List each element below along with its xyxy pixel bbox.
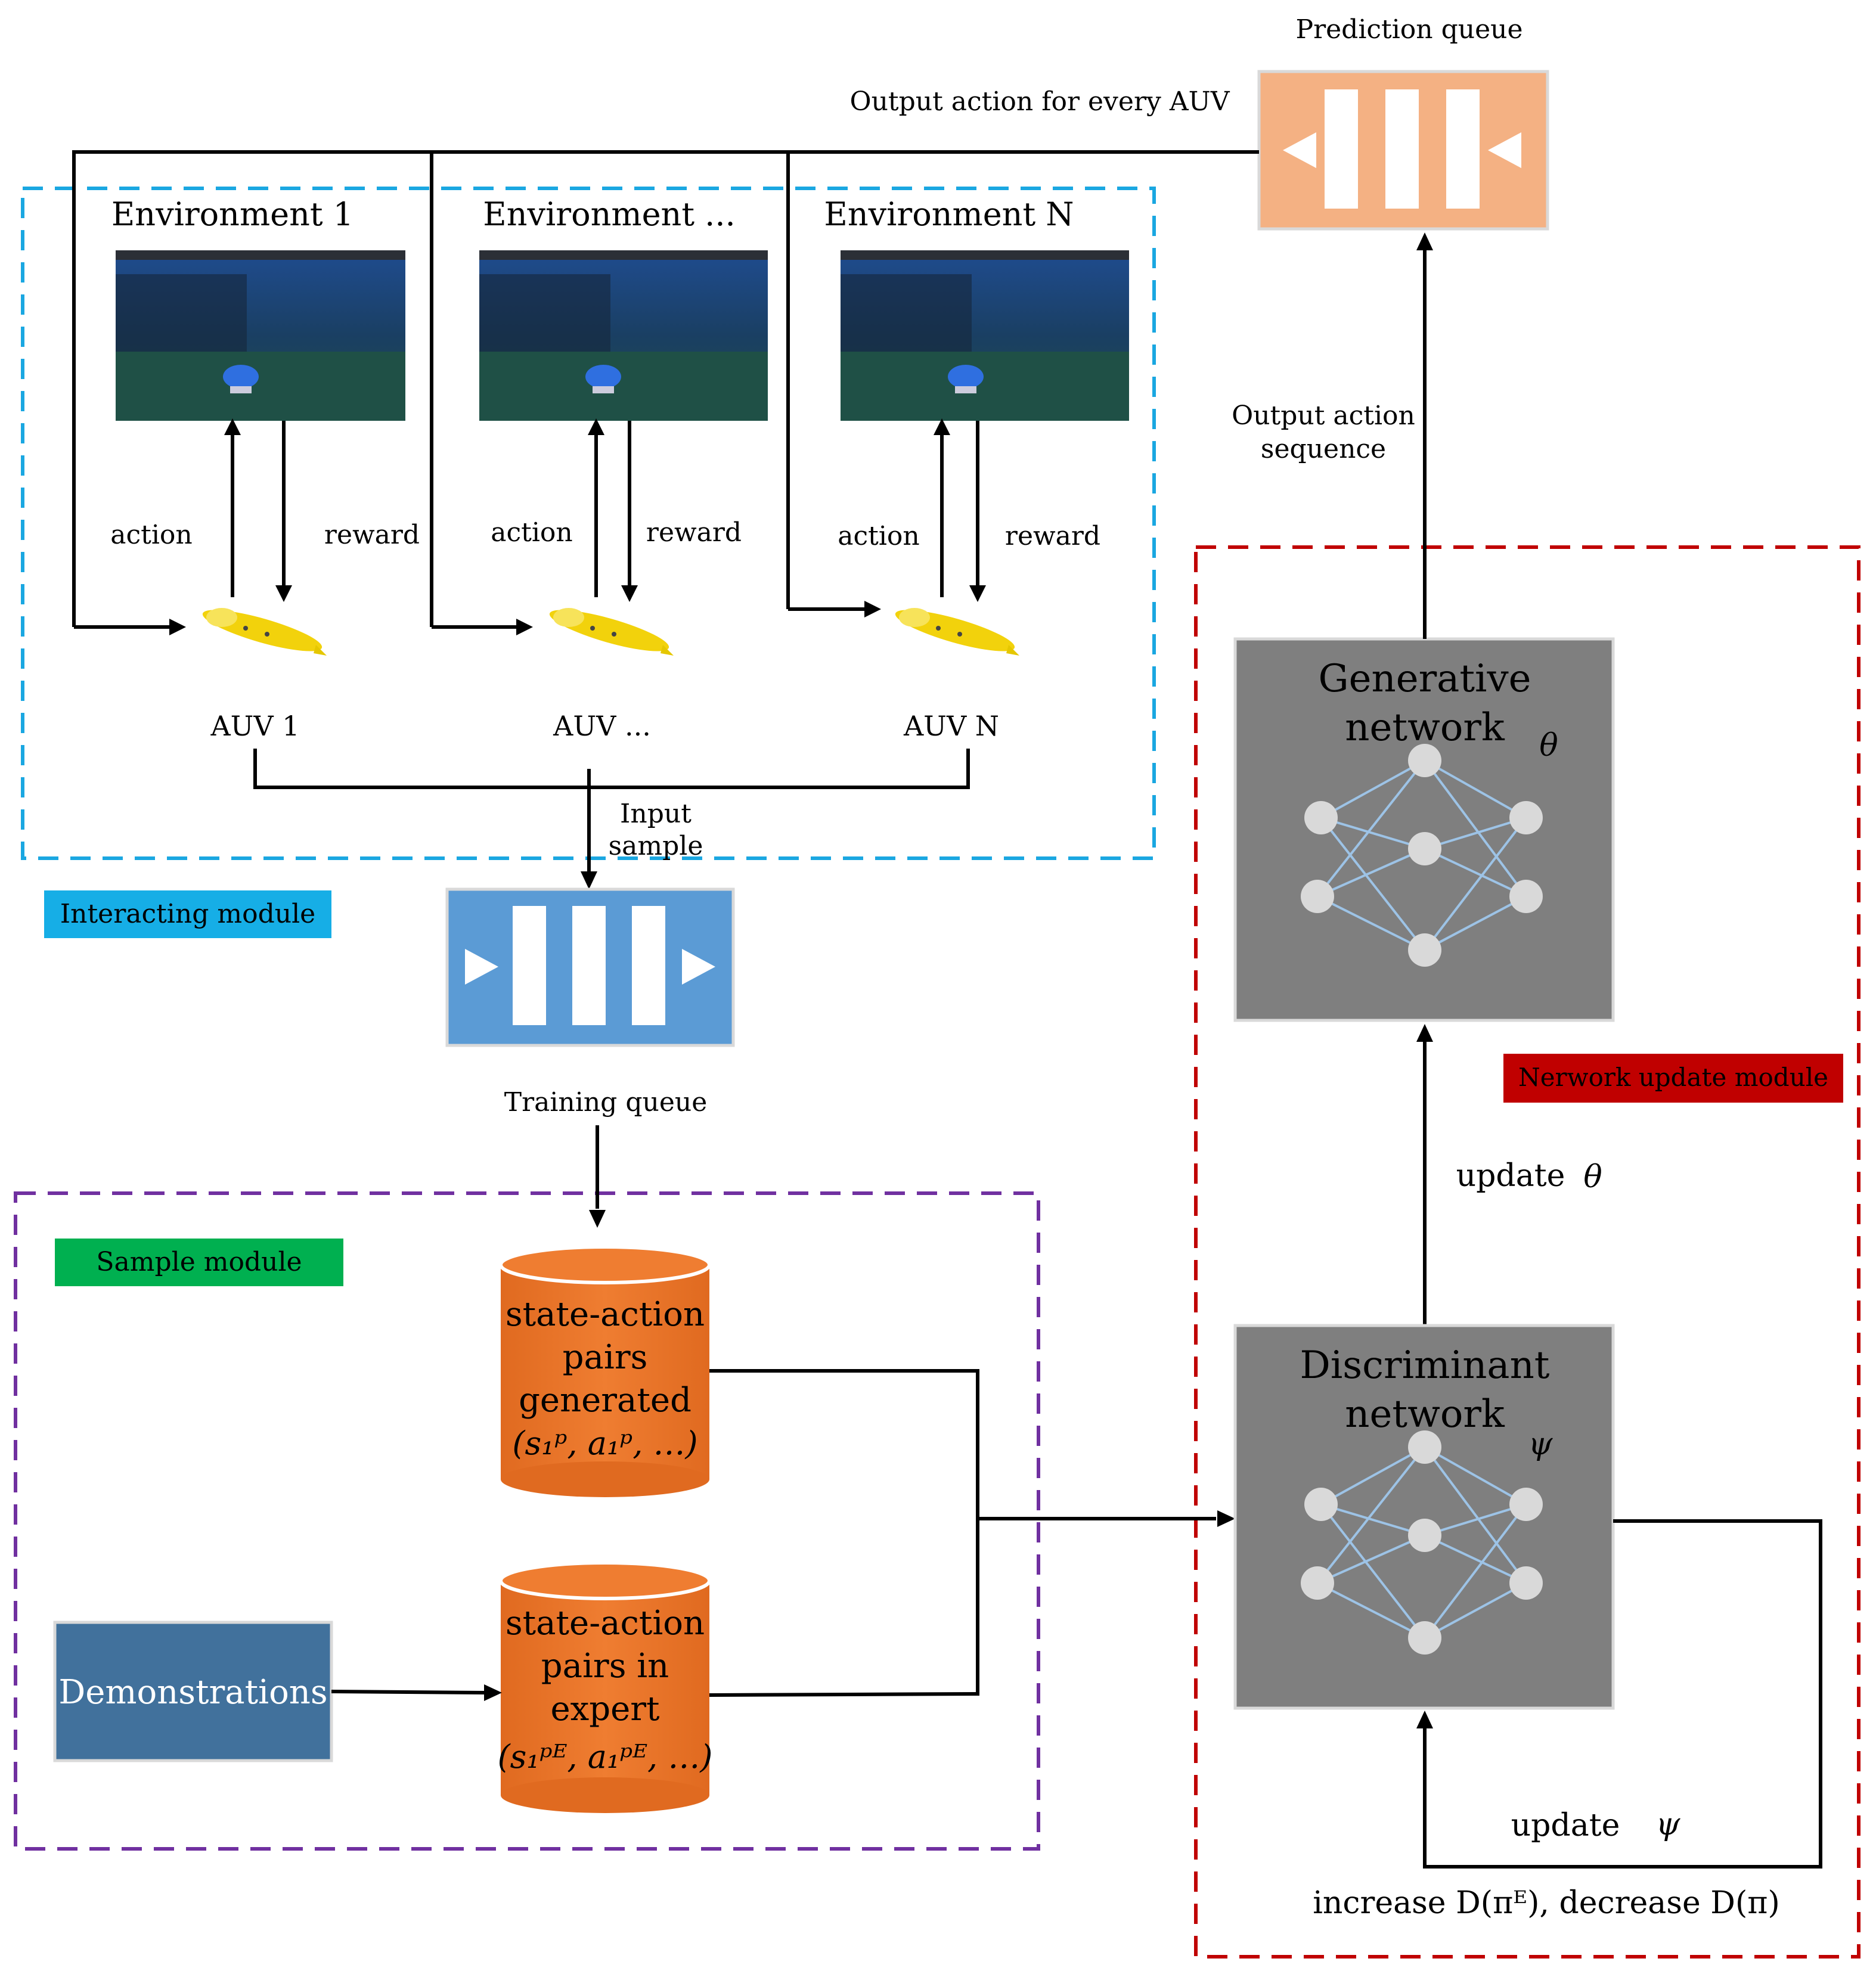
auv-icon <box>895 608 1019 656</box>
sample-module-border <box>14 1191 1040 1851</box>
expert-line-3: expert <box>551 1690 660 1728</box>
update-theta-text: update <box>1456 1158 1565 1194</box>
environment-n: Environment N action reward AUV N <box>824 195 1129 742</box>
expert-line-1: state-action <box>506 1604 705 1643</box>
discriminant-network-title-2: network <box>1345 1392 1505 1436</box>
arrowhead <box>588 418 604 435</box>
arrowhead <box>1217 1510 1235 1527</box>
input-sample-label-line2: sample <box>609 831 703 861</box>
auv-label: AUV ... <box>553 710 651 742</box>
robot-icon <box>585 365 621 389</box>
generated-line-1: state-action <box>506 1295 705 1334</box>
queue-right-triangle-icon <box>465 949 498 985</box>
arrowhead <box>224 418 241 435</box>
update-psi-text: update <box>1511 1808 1620 1843</box>
arrowhead <box>581 871 597 889</box>
action-label: action <box>110 520 192 550</box>
arrowhead <box>864 601 881 617</box>
demonstrations-box <box>53 1621 333 1762</box>
update-theta-symbol: θ <box>1583 1159 1602 1195</box>
queue-right-triangle-icon <box>682 949 715 985</box>
queue-slot <box>572 906 606 1025</box>
demonstrations-label: Demonstrations <box>58 1673 327 1712</box>
network-module-border <box>1194 545 1861 1959</box>
auv-label: AUV 1 <box>210 710 299 742</box>
queue-slot <box>1325 89 1358 209</box>
environment-screenshot <box>841 250 1129 421</box>
reward-label: reward <box>1005 521 1100 551</box>
queue-left-triangle-icon <box>1488 132 1521 168</box>
environment-title: Environment 1 <box>111 195 354 233</box>
arrowhead <box>169 619 186 635</box>
auv-icon <box>549 608 674 656</box>
environment-title: Environment ... <box>483 195 735 233</box>
training-queue <box>445 887 735 1047</box>
generative-network-title-2: network <box>1345 706 1505 750</box>
arrowhead <box>621 585 638 602</box>
feedback-loop <box>1423 1519 1822 1869</box>
interacting-module-label-bg <box>44 890 331 938</box>
robot-icon <box>223 365 259 389</box>
neural-network-icon <box>1301 744 1543 967</box>
interacting-module-label: Interacting module <box>60 899 315 929</box>
demo-to-expert-line <box>331 1690 485 1694</box>
reward-label: reward <box>324 520 420 550</box>
generated-formula: (s₁ᵖ, a₁ᵖ, …) <box>512 1424 697 1462</box>
environment-1: Environment 1 action reward AUV 1 <box>110 195 420 742</box>
prediction-queue <box>1257 70 1549 231</box>
prediction-queue-title: Prediction queue <box>1295 14 1522 45</box>
generative-network-title-1: Generative <box>1318 657 1531 701</box>
robot-icon <box>948 365 984 389</box>
network-module-label: Nerwork update module <box>1518 1063 1828 1092</box>
auv-icon <box>202 608 327 656</box>
increase-decrease-label: increase D(πᴱ), decrease D(π) <box>1313 1885 1780 1921</box>
output-bus <box>72 150 1259 629</box>
environment-title: Environment N <box>824 195 1074 233</box>
auv-label: AUV N <box>903 710 999 742</box>
environment-middle: Environment ... action reward AUV ... <box>479 195 768 742</box>
generated-line-3: generated <box>519 1381 692 1420</box>
arrowhead <box>934 418 950 435</box>
expert-formula: (s₁ᵖᴱ, a₁ᵖᴱ, …) <box>498 1738 713 1776</box>
arrowhead <box>516 619 533 635</box>
queue-slot <box>1446 89 1480 209</box>
expert-pairs-cylinder <box>499 1561 711 1813</box>
reward-label: reward <box>646 517 742 548</box>
arrowhead <box>1416 1024 1433 1042</box>
theta-symbol: θ <box>1539 728 1558 763</box>
input-sample-label-line1: Input <box>620 799 692 829</box>
environment-screenshot <box>479 250 768 421</box>
action-label: action <box>838 521 919 551</box>
output-sequence-line-2: sequence <box>1261 434 1386 464</box>
output-action-label: Output action for every AUV <box>850 86 1230 117</box>
generated-pairs-cylinder <box>499 1245 711 1497</box>
update-psi-symbol: ψ <box>1656 1807 1681 1842</box>
sample-module-label: Sample module <box>96 1247 302 1277</box>
arrowhead <box>1416 232 1433 250</box>
action-label: action <box>491 517 572 548</box>
generated-line-2: pairs <box>563 1338 648 1377</box>
merge-lines <box>709 1369 1216 1697</box>
arrowhead <box>969 585 986 602</box>
arrowhead <box>589 1210 606 1228</box>
neural-network-icon <box>1301 1430 1543 1655</box>
environment-screenshot <box>116 250 405 421</box>
collector-lines <box>253 749 970 871</box>
network-module-label-bg <box>1503 1054 1843 1103</box>
sample-module-label-bg <box>55 1239 343 1286</box>
arrowhead <box>275 585 292 602</box>
queue-slot <box>513 906 546 1025</box>
discriminant-network-title-1: Discriminant <box>1300 1343 1550 1388</box>
arrowhead <box>1416 1711 1433 1728</box>
psi-symbol: ψ <box>1528 1426 1553 1462</box>
training-queue-label: Training queue <box>504 1087 708 1118</box>
queue-left-triangle-icon <box>1283 132 1316 168</box>
expert-line-2: pairs in <box>541 1647 669 1686</box>
output-sequence-line-1: Output action <box>1232 401 1415 431</box>
arrowhead <box>484 1684 502 1701</box>
queue-slot <box>1385 89 1419 209</box>
queue-slot <box>632 906 665 1025</box>
